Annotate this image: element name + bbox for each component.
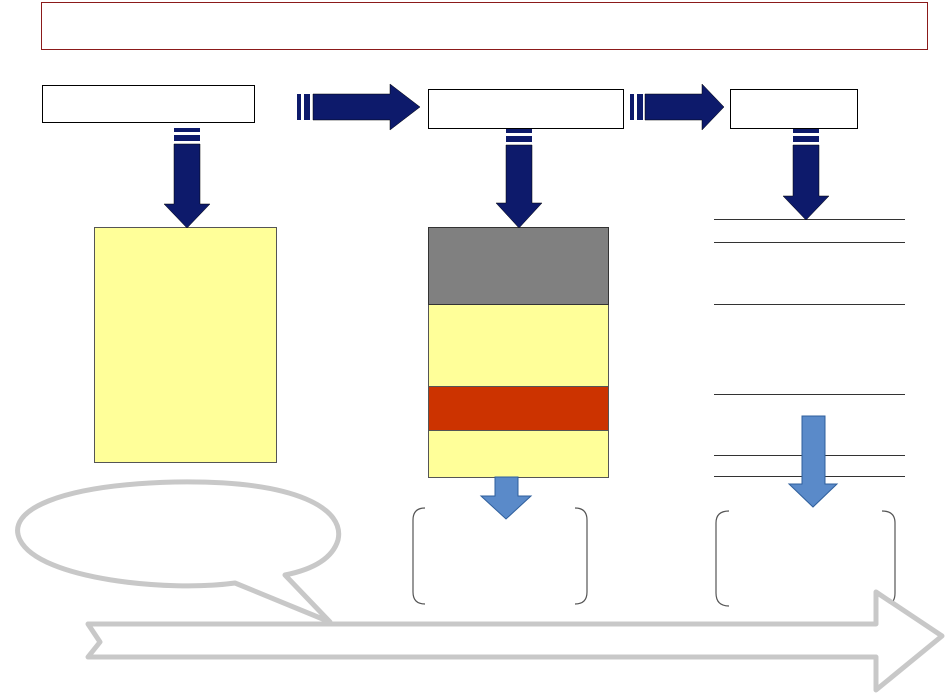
stage-3-row	[714, 394, 905, 455]
stage-3-box	[730, 89, 858, 129]
stage-2-result-bracket	[412, 507, 588, 605]
title-bar	[41, 2, 928, 50]
stage-2-yellow-block-lower	[428, 431, 609, 478]
navy-arrow-down-2	[495, 129, 543, 229]
timeline-arrow	[85, 589, 945, 693]
navy-arrow-right-2	[630, 83, 725, 131]
callout-bubble	[15, 479, 342, 625]
stage-1-box	[42, 85, 255, 123]
stage-3-row	[714, 242, 905, 304]
navy-arrow-right-1	[297, 83, 421, 131]
navy-arrow-down-1	[163, 128, 211, 229]
stage-2-box	[428, 89, 624, 129]
steel-arrow-down-1	[479, 476, 533, 520]
stage-2-yellow-block-upper	[428, 305, 609, 386]
navy-arrow-down-3	[782, 129, 830, 221]
steel-arrow-down-2	[787, 415, 839, 508]
stage-1-detail-block	[94, 227, 277, 463]
stage-3-result-bracket	[715, 510, 896, 607]
stage-3-row	[714, 219, 905, 242]
stage-2-red-block	[428, 386, 609, 431]
stage-3-row	[714, 304, 905, 394]
